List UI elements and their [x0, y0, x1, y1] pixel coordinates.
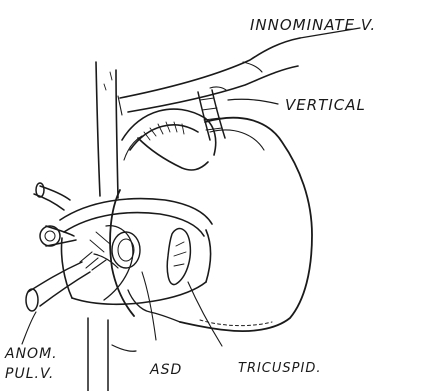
label-asd: ASD	[149, 362, 182, 378]
label-anom-line2: PUL.V.	[5, 366, 54, 382]
great-arteries	[122, 109, 216, 170]
opened-right-atrium	[60, 199, 212, 305]
anomalous-pulmonary-veins	[22, 183, 118, 344]
label-vertical: VERTICAL	[285, 96, 366, 114]
heart-outline	[110, 118, 312, 331]
label-innominate-v: INNOMINATE V.	[250, 16, 376, 34]
label-anom-line1: ANOM.	[4, 346, 58, 362]
label-tricuspid: TRICUSPID.	[238, 361, 321, 376]
innominate-vein	[118, 38, 300, 115]
vertical-leader	[228, 99, 278, 104]
inferior-vena-cava	[88, 318, 136, 391]
superior-vena-cava	[96, 62, 118, 198]
